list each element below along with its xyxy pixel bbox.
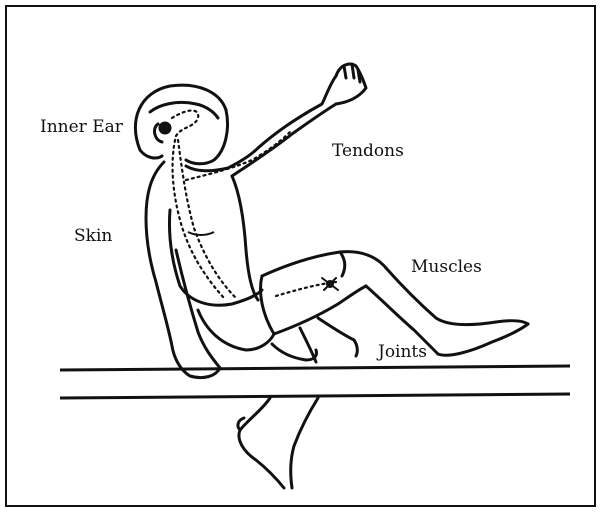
support-arm xyxy=(156,250,220,378)
label-skin: Skin xyxy=(74,228,112,245)
head xyxy=(135,85,227,164)
label-joints: Joints xyxy=(378,344,427,361)
lower-leg xyxy=(272,318,357,362)
torso xyxy=(146,148,262,305)
chest-detail xyxy=(188,232,214,235)
beam-top-line xyxy=(60,366,570,370)
label-inner-ear: Inner Ear xyxy=(40,119,123,136)
nerve-pathways xyxy=(172,111,336,299)
label-muscles: Muscles xyxy=(411,259,482,276)
label-tendons: Tendons xyxy=(332,143,404,160)
beam-bottom-line xyxy=(60,394,570,398)
hanging-leg xyxy=(238,398,318,488)
